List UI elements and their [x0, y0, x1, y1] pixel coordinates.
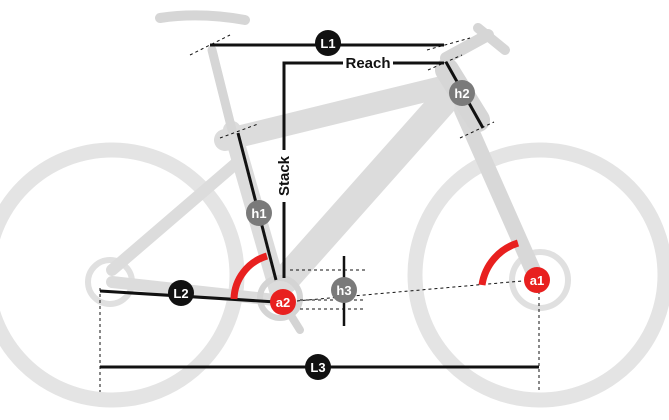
- badge-h3-text: h3: [336, 283, 351, 298]
- badge-h2-text: h2: [454, 86, 469, 101]
- text-labels: Reach Stack: [275, 54, 393, 202]
- rear-wheel: [0, 142, 245, 408]
- badge-h2: h2: [449, 80, 475, 106]
- down-tube: [271, 86, 459, 294]
- badge-a2-text: a2: [276, 295, 290, 310]
- badge-a1-text: a1: [530, 273, 544, 288]
- badges: L1 h2 h1 L2 a2 h3 a1: [168, 30, 550, 380]
- badge-a1: a1: [524, 267, 550, 293]
- stack-label-bg: [275, 150, 293, 202]
- front-wheel: [407, 142, 669, 408]
- badge-l3-text: L3: [310, 360, 325, 375]
- badge-a2: a2: [270, 289, 296, 315]
- a2-arc: [230, 252, 269, 300]
- badge-l2-text: L2: [173, 286, 188, 301]
- badge-h1: h1: [246, 200, 272, 226]
- badge-l1: L1: [315, 30, 341, 56]
- seat-post: [207, 45, 237, 135]
- reach-label-bg: [343, 54, 393, 72]
- reach-label: Reach: [345, 55, 390, 72]
- l1-left-tick: [189, 34, 231, 56]
- axle-dashed-line: [284, 280, 523, 303]
- a1-arc: [478, 239, 520, 286]
- h2-bottom-tick: [459, 121, 495, 139]
- bike-silhouette: [0, 10, 669, 408]
- seat-stay: [106, 154, 246, 276]
- badge-h1-text: h1: [251, 206, 266, 221]
- angle-arcs: [230, 239, 520, 300]
- l1-right-tick: [426, 37, 471, 51]
- front-disc: [509, 249, 571, 311]
- chainring: [257, 275, 303, 321]
- stack-label: Stack: [276, 155, 293, 196]
- handlebar: [473, 23, 510, 55]
- h1-top-tick: [219, 123, 259, 139]
- badge-l1-text: L1: [320, 36, 335, 51]
- badge-l2: L2: [168, 280, 194, 306]
- badge-l3: L3: [305, 354, 331, 380]
- fork: [454, 102, 543, 283]
- saddle: [155, 10, 250, 25]
- reach-right-tick: [427, 54, 463, 71]
- top-tube: [214, 74, 461, 151]
- badge-h3: h3: [331, 277, 357, 303]
- stem: [440, 29, 494, 64]
